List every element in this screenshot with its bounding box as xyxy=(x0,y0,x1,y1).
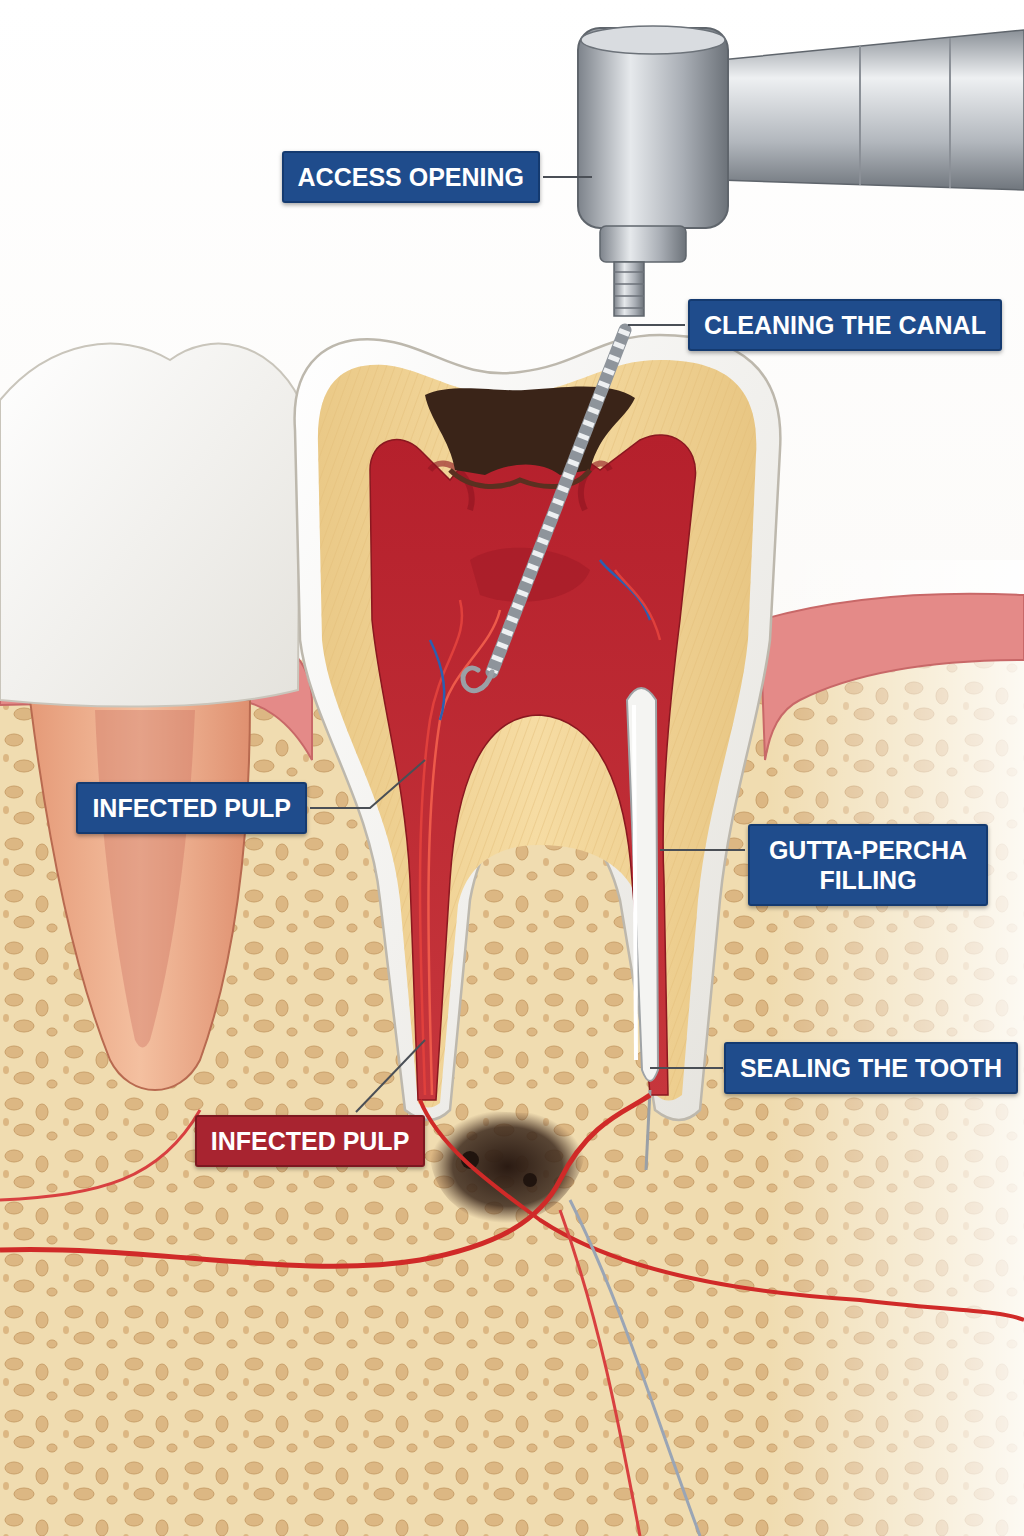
molar xyxy=(295,335,781,1120)
vessel xyxy=(0,1110,200,1200)
callout-label: GUTTA-PERCHA FILLING xyxy=(748,824,988,906)
handpiece-collet xyxy=(614,262,644,316)
leader-line xyxy=(310,760,425,808)
callout-label: CLEANING THE CANAL xyxy=(688,299,1002,351)
leader-line xyxy=(543,176,592,178)
callout-label: INFECTED PULP xyxy=(76,782,307,834)
neighbour-canal xyxy=(95,710,195,1048)
nerve xyxy=(600,560,650,620)
gutta-percha-cone xyxy=(627,688,658,1081)
callout-label: INFECTED PULP xyxy=(195,1115,426,1167)
gum-right xyxy=(760,594,1024,760)
dentin xyxy=(318,360,756,1108)
handpiece-seam xyxy=(860,38,950,188)
pulp-vessels xyxy=(420,560,660,1095)
endodontic-file xyxy=(463,330,625,691)
dentin-tubules xyxy=(318,360,756,1108)
collet-thread xyxy=(614,272,644,308)
abscess-dot xyxy=(523,1173,537,1187)
label-text: INFECTED PULP xyxy=(211,1126,410,1156)
callout-label: ACCESS OPENING xyxy=(282,151,540,203)
nerve xyxy=(570,1200,700,1536)
callout-label: SEALING THE TOOTH xyxy=(724,1042,1018,1094)
handpiece-cap xyxy=(581,26,725,54)
vessel xyxy=(615,570,660,640)
neighbour-root xyxy=(30,700,250,1090)
neighbour-tooth xyxy=(0,344,300,1090)
handpiece-arm xyxy=(720,30,1024,190)
vessel xyxy=(0,1095,650,1266)
label-text: GUTTA-PERCHA FILLING xyxy=(764,835,972,895)
vessel xyxy=(560,1210,640,1536)
leader-line xyxy=(650,1067,723,1069)
file-shaft xyxy=(492,330,625,672)
blood-vessels xyxy=(0,1095,1024,1536)
leader-line xyxy=(660,849,745,851)
neighbour-crown xyxy=(0,344,300,707)
nerve xyxy=(430,640,444,720)
sealer-line xyxy=(646,1090,650,1170)
abscess-blob xyxy=(429,1110,585,1223)
file-hook xyxy=(463,668,492,691)
handpiece-chuck xyxy=(600,226,686,262)
leader-line xyxy=(356,1040,425,1112)
label-text: ACCESS OPENING xyxy=(298,162,524,192)
abscess xyxy=(429,1110,585,1223)
pulp xyxy=(370,435,696,1100)
leader-lines xyxy=(310,177,745,1112)
leader-line xyxy=(628,324,685,326)
handpiece-head xyxy=(578,28,728,228)
dental-handpiece xyxy=(578,26,1024,316)
vessel xyxy=(428,610,500,1095)
label-text: INFECTED PULP xyxy=(92,793,291,823)
label-text: CLEANING THE CANAL xyxy=(704,310,986,340)
gutta-highlight xyxy=(634,705,636,1060)
enamel xyxy=(295,335,781,1120)
file-twist xyxy=(492,330,625,672)
vessel xyxy=(420,600,462,1095)
label-text: SEALING THE TOOTH xyxy=(740,1053,1002,1083)
vessel xyxy=(420,1100,1024,1320)
